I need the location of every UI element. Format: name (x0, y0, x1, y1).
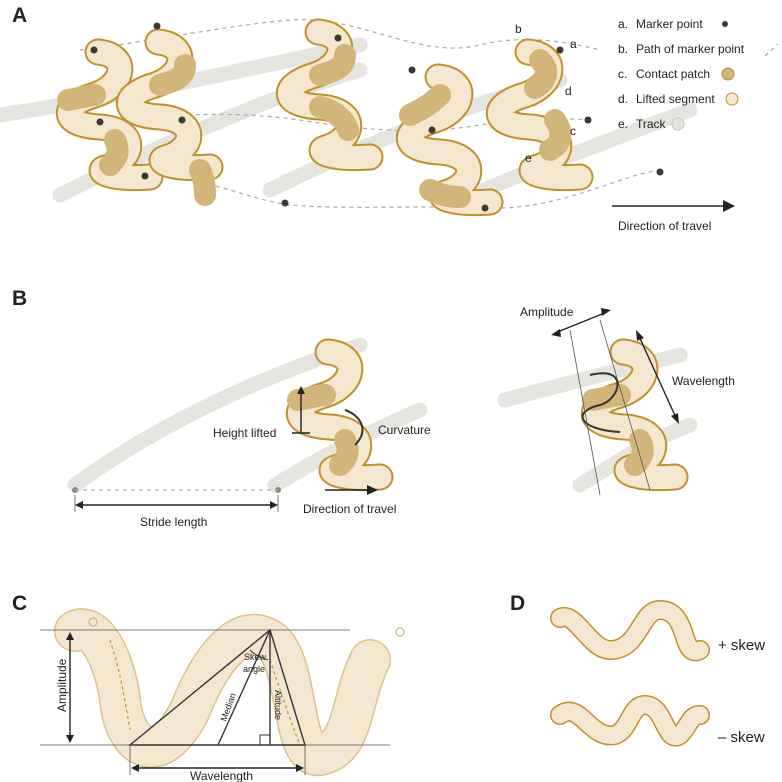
panel-label-c: C (12, 592, 27, 615)
marker-points-a (90, 22, 664, 212)
callout-a: a (570, 37, 577, 51)
svg-text:Lifted segment: Lifted segment (636, 92, 715, 106)
svg-text:b.: b. (618, 42, 628, 56)
wavelength-indicator-c (129, 745, 306, 775)
legend-item-track: e. Track (618, 117, 685, 131)
legend-item-contact-patch: c. Contact patch (618, 67, 735, 81)
panel-label-d: D (510, 592, 525, 615)
svg-text:Marker point: Marker point (636, 17, 703, 31)
snake-a3 (289, 32, 370, 158)
stride-length-label: Stride length (140, 515, 207, 529)
skew-angle-label-1: Skew (244, 652, 267, 662)
path-of-marker-point (79, 19, 601, 51)
wavelength-indicator-b (636, 330, 679, 424)
svg-text:Track: Track (636, 117, 667, 131)
svg-text:a.: a. (618, 17, 628, 31)
snake-d-positive (560, 610, 700, 651)
amplitude-label-c: Amplitude (55, 658, 69, 712)
snake-a1 (68, 52, 150, 178)
amplitude-label-b: Amplitude (520, 305, 574, 319)
skew-triangle (128, 628, 306, 746)
callout-b: b (515, 22, 522, 36)
callout-e: e (525, 151, 532, 165)
legend-item-path: b. Path of marker point (618, 42, 779, 57)
snake-c (75, 618, 405, 755)
callout-d: d (565, 84, 572, 98)
wavelength-label-b: Wavelength (672, 374, 735, 388)
wavelength-label-c: Wavelength (190, 769, 253, 782)
direction-arrow-a (612, 200, 735, 212)
snake-d-negative (560, 705, 700, 737)
panel-label-a: A (12, 4, 27, 27)
snake-a2 (129, 42, 210, 206)
snake-b2 (593, 352, 675, 478)
path-of-marker-point-3 (144, 169, 661, 209)
direction-label-a: Direction of travel (618, 219, 711, 233)
legend-item-lifted-segment: d. Lifted segment (618, 92, 739, 106)
amplitude-indicator-b (551, 308, 651, 496)
skew-angle-label-2: angle (243, 664, 265, 674)
altitude-label: Altitude (273, 690, 283, 720)
height-lifted-indicator (292, 386, 310, 434)
stride-length-indicator (72, 487, 281, 512)
snake-a5 (499, 52, 580, 178)
panel-label-b: B (12, 287, 27, 310)
svg-text:d.: d. (618, 92, 628, 106)
direction-label-b: Direction of travel (303, 502, 396, 516)
negative-skew-label: – skew (718, 729, 765, 746)
callout-c: c (570, 124, 576, 138)
svg-text:Contact patch: Contact patch (636, 67, 710, 81)
svg-text:e.: e. (618, 117, 628, 131)
direction-arrow-b (325, 485, 378, 495)
positive-skew-label: + skew (718, 637, 765, 654)
curvature-label: Curvature (378, 423, 431, 437)
snake-a4 (409, 77, 490, 203)
wavelength-curve (581, 372, 621, 433)
legend: a. Marker point b. Path of marker point … (618, 17, 779, 131)
svg-text:Path of marker point: Path of marker point (636, 42, 745, 56)
height-lifted-label: Height lifted (213, 426, 276, 440)
legend-item-marker-point: a. Marker point (618, 17, 728, 31)
curvature-curve (344, 409, 364, 446)
svg-text:c.: c. (618, 67, 627, 81)
